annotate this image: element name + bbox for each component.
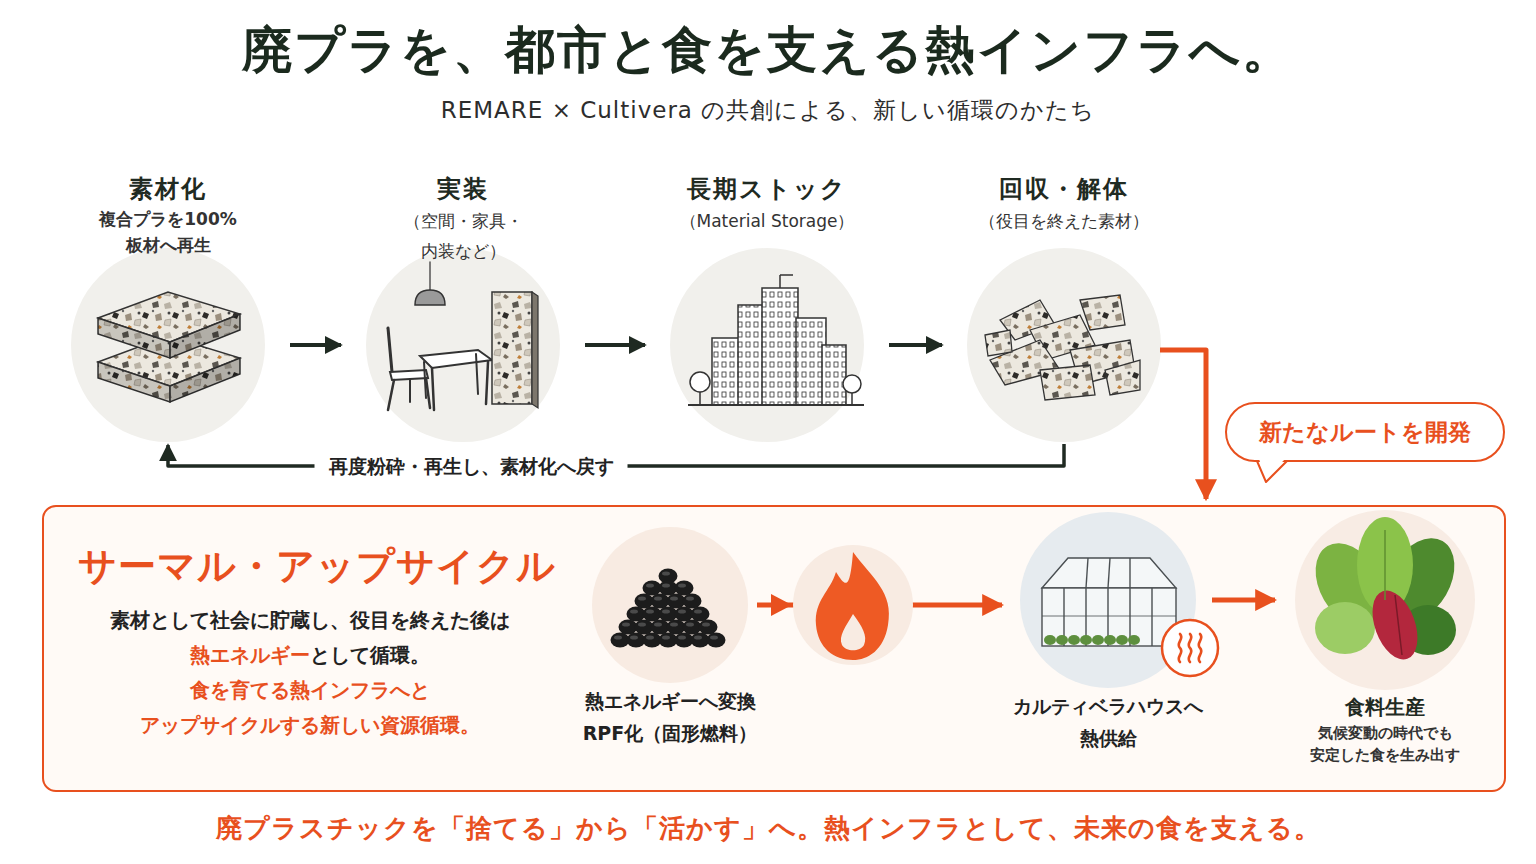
node-text-holder: 食料生産気候変動の時代でも 安定した食を生み出す [1285,510,1485,766]
circle-outline [590,525,750,685]
circle-shape [71,248,265,442]
node-text: カルティベラハウスへ 熱供給 [1008,690,1208,754]
node-text: 複合プラを100% 板材へ再生 [68,206,268,258]
node-text-holder: 熱エネルギーへ変換RPF化（固形燃料） [575,527,765,749]
diagram-caption: 廃プラスチックを「捨てる」から「活かす」へ。熱インフラとして、未来の食を支える。 [0,808,1536,848]
city-illustration [851,393,853,405]
upcycle-band: サーマル・アップサイクル素材として社会に貯蔵し、役目を終えた後は熱エネルギーとし… [42,505,1506,792]
node-text-holder: カルティベラハウスへ 熱供給 [1008,512,1208,754]
node-text: 長期ストック [667,172,867,206]
circle-shape [670,248,864,442]
process-circle: 長期ストック（Material Storage） [667,172,867,442]
flow-arrow [290,343,341,347]
circle-outline [69,246,267,444]
speech-bubble-tail [1259,459,1285,479]
node-text: （役目を終えた素材） [964,206,1164,236]
circle-shape [967,248,1161,442]
node-text: 素材として社会に貯蔵し、役目を終えた後は [80,603,540,638]
node-text: （Material Storage） [667,206,867,236]
process-circle: 熱エネルギーへ変換RPF化（固形燃料） [575,527,765,749]
node-text: 気候変動の時代でも 安定した食を生み出す [1285,722,1485,766]
node-text: 回収・解体 [964,172,1164,206]
circle-outline [364,246,562,444]
node-text: 食料生産 [1285,692,1485,722]
node-text-holder: 素材化複合プラを100% 板材へ再生 [68,172,268,258]
callout-text: 新たなルートを開発 [1227,404,1503,460]
flow-arrow [1160,350,1206,499]
node-text: 素材化 [68,172,268,206]
flow-arrow [585,343,645,347]
node-text: 熱エネルギー [190,643,310,667]
circle-shape [1295,510,1475,690]
node-text: 食を育てる熱インフラへと アップサイクルする新しい資源循環。 [80,673,540,743]
edge-label: 再度粉砕・再生し、素材化へ戻す [315,452,628,480]
node-text-holder: 実装（空間・家具・内装など） [363,172,563,266]
circle-outline [668,246,866,444]
flow-arrow [889,343,942,347]
node-text-holder: 長期ストック（Material Storage） [667,172,867,236]
speech-bubble-tail [1257,461,1287,482]
circle-shape [592,527,748,683]
node-text: 熱エネルギーへ変換 [575,685,765,717]
flow-arrow [757,603,1002,608]
flow-arrow [1212,598,1275,603]
process-circle: 実装（空間・家具・内装など） [363,172,563,442]
node-text: として循環。 [310,643,430,667]
band-body: 素材として社会に貯蔵し、役目を終えた後は熱エネルギーとして循環。食を育てる熱イン… [80,603,540,743]
node-text: RPF化（固形燃料） [575,717,765,749]
process-circle: 食料生産気候変動の時代でも 安定した食を生み出す [1285,510,1485,766]
process-circle: カルティベラハウスへ 熱供給 [1008,512,1208,754]
node-text-holder: 新たなルートを開発 [1227,404,1503,460]
process-circle: 回収・解体（役目を終えた素材） [964,172,1164,442]
node-text-holder: 回収・解体（役目を終えた素材） [964,172,1164,236]
circle-outline [1293,508,1477,692]
speech-bubble-tail [1257,459,1287,482]
node-text: （空間・家具・内装など） [363,206,563,266]
band-heading: サーマル・アップサイクル [78,541,556,592]
circle-outline [965,246,1163,444]
subtitle-label: REMARE × Cultivera の共創による、新しい循環のかたち [0,94,1536,126]
callout-bubble: 新たなルートを開発 [1225,402,1505,462]
node-text: 実装 [363,172,563,206]
circle-shape [366,248,560,442]
circle-shape [1020,512,1196,688]
circle-outline [1018,510,1198,690]
process-circle: 素材化複合プラを100% 板材へ再生 [68,172,268,442]
diagram-title: 廃プラを、都市と食を支える熱インフラへ。 [0,18,1536,82]
band-heading-holder: サーマル・アップサイクル [78,541,556,592]
